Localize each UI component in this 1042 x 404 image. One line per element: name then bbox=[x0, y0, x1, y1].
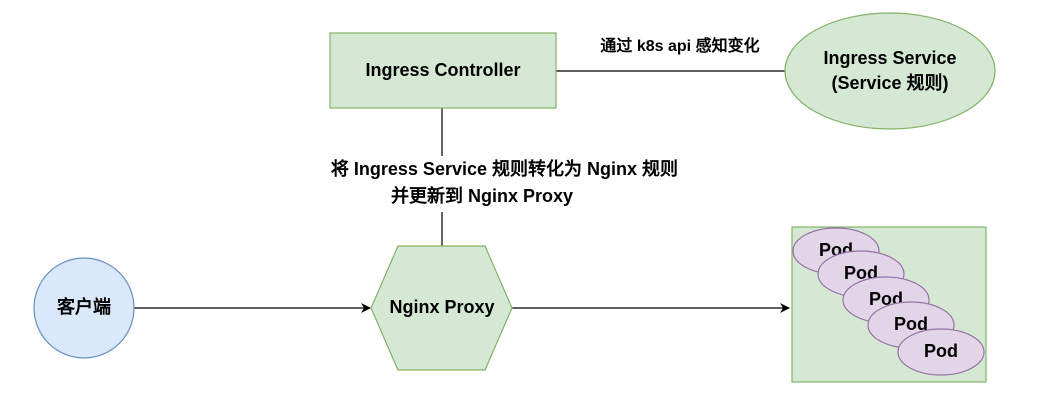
ingress-service-label-line1: Ingress Service bbox=[823, 48, 956, 68]
edge-label-k8s-api: 通过 k8s api 感知变化 bbox=[600, 36, 759, 55]
nginx-proxy-node: Nginx Proxy bbox=[370, 245, 513, 371]
pod-label: Pod bbox=[924, 341, 958, 361]
pods-container: Pod Pod Pod Pod Pod bbox=[791, 226, 987, 383]
pod-node: Pod bbox=[897, 328, 985, 376]
edge-label-transform-line1: 将 Ingress Service 规则转化为 Nginx 规则 bbox=[331, 158, 678, 179]
ingress-service-node: Ingress Service (Service 规则) bbox=[784, 12, 996, 130]
edge-label-transform-line2: 并更新到 Nginx Proxy bbox=[391, 185, 573, 206]
edge-label-background bbox=[576, 34, 784, 60]
ingress-controller-node: Ingress Controller bbox=[329, 32, 557, 109]
nginx-proxy-label: Nginx Proxy bbox=[389, 297, 494, 317]
pod-label: Pod bbox=[894, 314, 928, 334]
ingress-controller-label: Ingress Controller bbox=[365, 60, 520, 80]
ingress-service-label-line2: (Service 规则) bbox=[831, 72, 948, 93]
client-label: 客户端 bbox=[57, 296, 111, 317]
client-node: 客户端 bbox=[33, 257, 135, 359]
edge-label-background bbox=[238, 156, 688, 212]
pod-label: Pod bbox=[844, 263, 878, 283]
